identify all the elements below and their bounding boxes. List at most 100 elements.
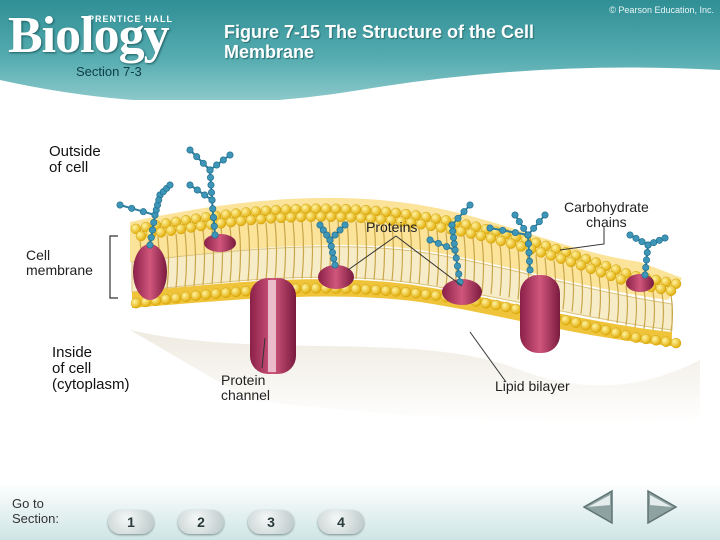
carbohydrate-bead xyxy=(541,211,549,219)
lipid-tail xyxy=(292,221,296,279)
membrane-shadow xyxy=(130,330,700,424)
carbohydrate-bead xyxy=(166,181,174,189)
carbohydrate-branch xyxy=(429,239,456,251)
carbohydrate-bead xyxy=(319,226,327,234)
carbohydrate-bead xyxy=(524,240,532,248)
carbohydrate-bead xyxy=(226,151,234,159)
lipid-head xyxy=(220,287,232,298)
lipid-tail xyxy=(580,269,584,314)
carbohydrate-bead xyxy=(460,208,468,216)
lipid-tail xyxy=(571,266,575,312)
protein-channel xyxy=(250,278,296,374)
previous-arrow-icon[interactable] xyxy=(576,485,620,529)
lipid-tail xyxy=(220,227,224,284)
lipid-head xyxy=(275,212,287,223)
section-button-4[interactable]: 4 xyxy=(318,510,364,534)
carbohydrate-bead xyxy=(211,231,219,239)
lipid-head xyxy=(390,286,402,297)
lipid-tail xyxy=(598,275,602,319)
carbohydrate-bead xyxy=(149,226,157,234)
carbohydrate-bead xyxy=(139,208,147,216)
carbohydrate-bead xyxy=(511,229,519,237)
carbohydrate-bead xyxy=(208,196,216,204)
lipid-head xyxy=(265,213,277,224)
section-button-1[interactable]: 1 xyxy=(108,510,154,534)
carbohydrate-bead xyxy=(486,224,494,232)
lipid-head xyxy=(240,285,252,297)
lipid-tail xyxy=(373,222,377,280)
next-arrow-icon[interactable] xyxy=(640,485,684,529)
carbohydrate-bead xyxy=(193,186,201,194)
protein-left xyxy=(133,244,167,300)
carbohydrate-bead xyxy=(116,201,124,209)
carbohydrate-bead xyxy=(341,221,349,229)
lipid-heads-top xyxy=(130,203,682,297)
carbohydrate-bead xyxy=(525,257,533,265)
lipid-head xyxy=(585,263,597,274)
lipid-head xyxy=(410,210,422,221)
carbohydrate-bead xyxy=(208,189,216,197)
lipid-tail xyxy=(247,224,251,282)
lipid-head xyxy=(335,211,347,223)
lipid-tail xyxy=(661,292,665,332)
lipid-head xyxy=(185,222,197,233)
carbohydrate-branch xyxy=(189,184,213,201)
lipid-head xyxy=(555,253,567,264)
lipid-head xyxy=(430,290,442,301)
carbohydrate-bead xyxy=(632,234,640,242)
carbohydrate-bead xyxy=(642,263,650,271)
lipid-head xyxy=(465,228,477,239)
lipid-head xyxy=(400,287,412,298)
lipid-head xyxy=(490,299,502,311)
lipid-head xyxy=(435,222,447,233)
lipid-head xyxy=(130,297,142,309)
lipid-head xyxy=(300,283,312,294)
lipid-head xyxy=(170,216,182,228)
lipid-head xyxy=(565,256,577,268)
carbohydrate-bead xyxy=(520,224,528,232)
lipid-head xyxy=(195,220,207,232)
carbohydrate-bead xyxy=(452,254,460,262)
carbohydrate-bead xyxy=(336,226,344,234)
carbohydrate-bead xyxy=(210,214,218,222)
lipid-tail xyxy=(283,221,287,280)
lipid-head xyxy=(165,225,177,236)
lipid-tail xyxy=(238,225,242,282)
lipid-tail xyxy=(301,220,305,279)
carbohydrate-branch xyxy=(329,224,346,241)
lipid-tail xyxy=(355,221,359,280)
lipid-tail xyxy=(427,229,431,285)
lipid-tail xyxy=(274,222,278,280)
lipid-head xyxy=(190,213,202,224)
section-button-2[interactable]: 2 xyxy=(178,510,224,534)
carbohydrate-bead xyxy=(219,156,227,164)
lipid-tail xyxy=(490,242,494,295)
lipid-head xyxy=(285,212,297,223)
lipid-tail xyxy=(445,232,449,287)
carbohydrate-bead xyxy=(642,256,650,264)
carbohydrate-bead xyxy=(453,262,461,270)
lipid-tail xyxy=(625,285,629,326)
carbohydrate-chains xyxy=(116,146,669,286)
label-leader-lines xyxy=(261,226,605,383)
carbohydrate-bead xyxy=(530,224,538,232)
lipid-head xyxy=(295,211,307,223)
lipid-tail xyxy=(508,246,512,298)
lipid-tail xyxy=(382,223,386,281)
lipid-head xyxy=(620,330,632,341)
lipid-head xyxy=(665,285,677,297)
carbohydrate-bead xyxy=(449,227,457,235)
lipid-head xyxy=(420,289,432,300)
protein-far-right xyxy=(626,274,654,292)
header-wave xyxy=(0,67,720,120)
header-banner: Biology PRENTICE HALL © Pearson Educatio… xyxy=(0,0,720,120)
lipid-head xyxy=(515,241,527,252)
lipid-head xyxy=(510,303,522,315)
section-button-3[interactable]: 3 xyxy=(248,510,294,534)
lipid-head xyxy=(345,212,357,223)
lipid-head xyxy=(210,288,222,299)
